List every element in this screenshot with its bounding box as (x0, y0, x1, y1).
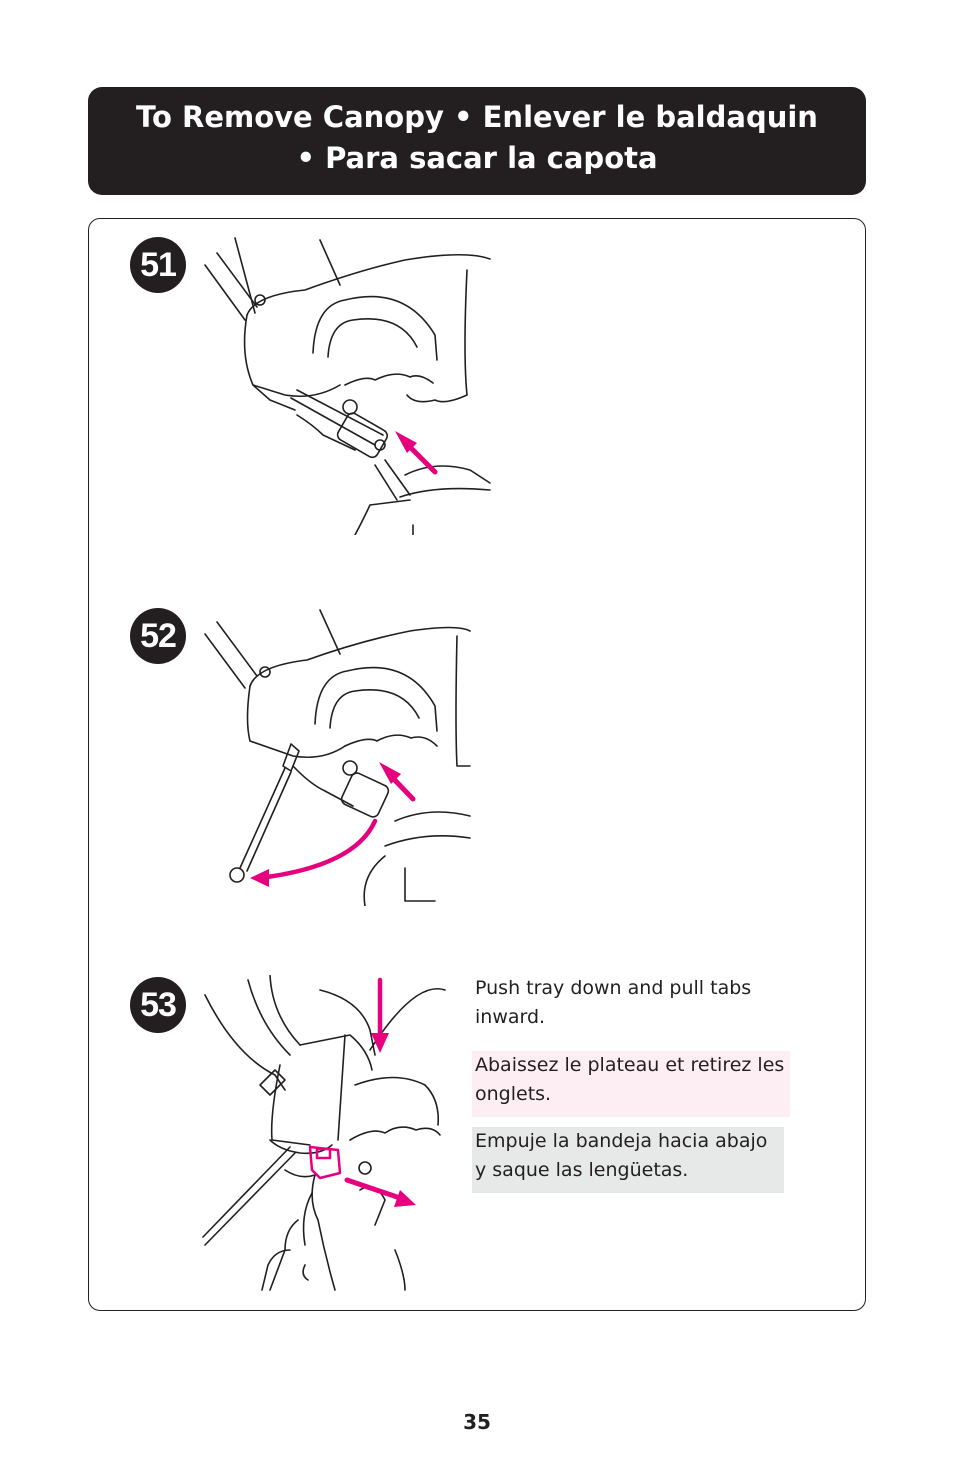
step-52-badge: 52 (130, 608, 186, 664)
instructions-panel (88, 218, 866, 1311)
step-53-badge: 53 (130, 977, 186, 1033)
step-52-illustration (204, 609, 471, 906)
step-51-badge: 51 (130, 237, 186, 293)
instruction-text-es: Empuje la bandeja hacia abajo y saque la… (472, 1127, 784, 1193)
header-title-line-1: To Remove Canopy • Enlever le baldaquin (136, 100, 818, 134)
header-title-line-2: • Para sacar la capota (296, 141, 658, 175)
step-53-illustration (202, 975, 446, 1291)
page-number: 35 (463, 1410, 491, 1434)
step-51-illustration (204, 237, 491, 535)
instruction-text-en: Push tray down and pull tabs inward. (475, 977, 752, 1028)
instruction-text-fr: Abaissez le plateau et retirez les ongle… (472, 1051, 790, 1117)
section-header: To Remove Canopy • Enlever le baldaquin … (88, 87, 866, 195)
